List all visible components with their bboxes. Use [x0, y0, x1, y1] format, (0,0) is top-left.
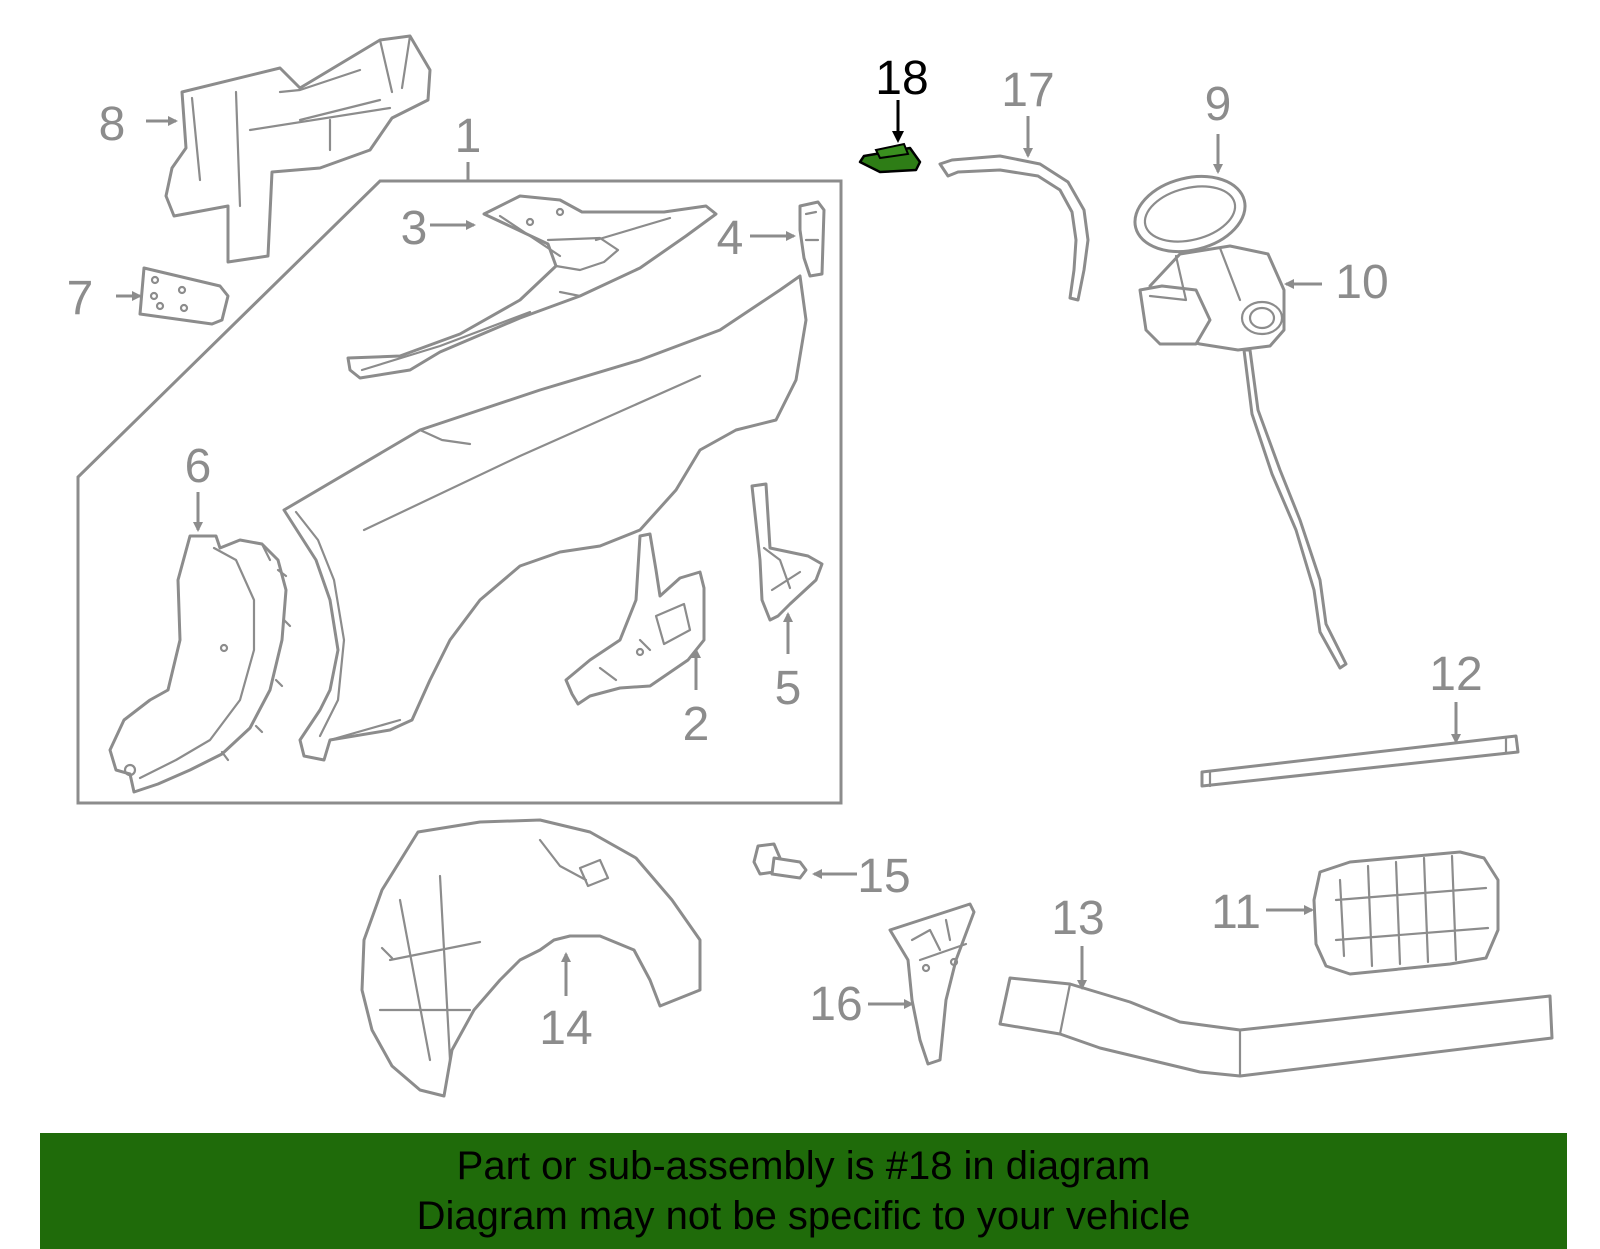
callout-17: 17 — [1001, 64, 1054, 117]
banner-line-1: Part or sub-assembly is #18 in diagram — [456, 1144, 1151, 1188]
part-1-quarter-panel[interactable] — [282, 274, 808, 762]
callout-11: 11 — [1211, 886, 1261, 939]
callout-16: 16 — [809, 978, 862, 1031]
callout-14: 14 — [539, 1002, 592, 1055]
part-12-strip[interactable] — [1200, 734, 1520, 788]
callout-numbers: 1 2 3 4 5 6 7 8 9 10 11 12 13 14 15 16 1… — [67, 52, 1483, 1055]
callout-10: 10 — [1335, 256, 1388, 309]
part-3-upper-rail[interactable] — [346, 194, 718, 380]
callout-3: 3 — [401, 202, 428, 255]
part-4-bracket[interactable] — [798, 200, 826, 278]
part-10-fuel-housing[interactable] — [1138, 244, 1348, 670]
callout-9: 9 — [1205, 78, 1232, 131]
callout-5: 5 — [775, 662, 802, 715]
part-11-vent[interactable] — [1312, 850, 1500, 976]
part-18-highlighted[interactable] — [858, 142, 922, 174]
part-6-wheelhouse[interactable] — [108, 534, 292, 794]
part-13-rocker[interactable] — [998, 976, 1554, 1078]
assembly-group-box — [76, 162, 843, 805]
part-7-bracket[interactable] — [138, 266, 230, 326]
callout-4: 4 — [717, 212, 744, 265]
part-17-seal[interactable] — [938, 154, 1090, 302]
callout-15: 15 — [857, 850, 910, 903]
callout-12: 12 — [1429, 648, 1482, 701]
part-9-fuel-door[interactable] — [1127, 166, 1253, 263]
part-14-wheel-liner[interactable] — [360, 818, 702, 1098]
callout-1: 1 — [455, 110, 482, 163]
callout-18: 18 — [875, 52, 928, 105]
part-2-bracket[interactable] — [564, 532, 706, 706]
info-banner: Part or sub-assembly is #18 in diagram D… — [40, 1133, 1567, 1249]
part-15-bolt[interactable] — [752, 842, 808, 880]
part-8-inner-panel[interactable] — [164, 34, 432, 264]
callout-7: 7 — [67, 272, 94, 325]
banner-line-2: Diagram may not be specific to your vehi… — [416, 1194, 1191, 1238]
callout-8: 8 — [99, 98, 126, 151]
callout-2: 2 — [683, 698, 710, 751]
leader-lines — [116, 100, 1461, 1009]
part-16-bracket[interactable] — [888, 902, 976, 1066]
callout-6: 6 — [185, 440, 212, 493]
part-5-bracket[interactable] — [750, 482, 824, 622]
callout-13: 13 — [1051, 892, 1104, 945]
